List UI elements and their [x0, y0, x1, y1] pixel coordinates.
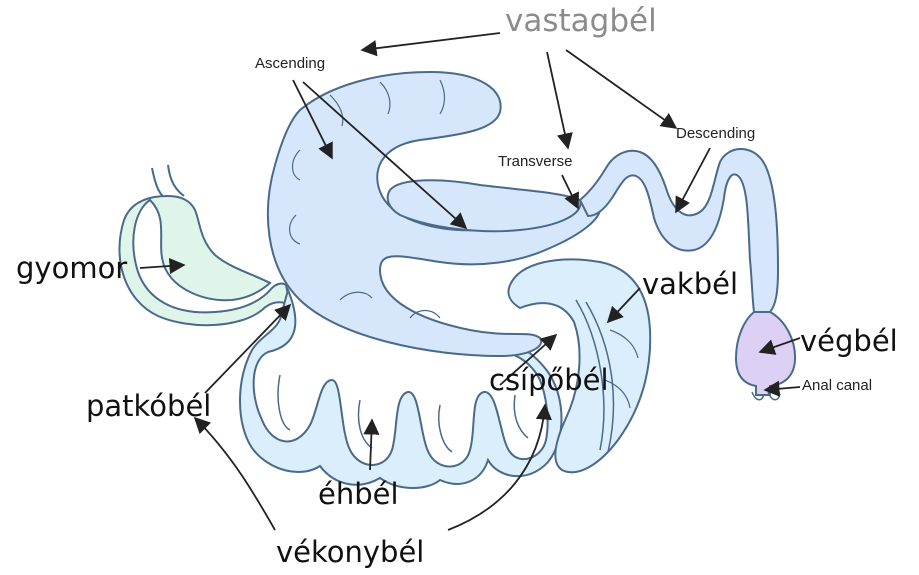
label-descending: Descending: [676, 126, 755, 141]
arrow-vastagbel-descending: [566, 50, 676, 128]
arrow-vastagbel-transverse: [547, 52, 568, 148]
label-csipobel: csípőbél: [489, 366, 609, 395]
label-vastagbel: vastagbél: [505, 6, 657, 37]
arrow-vastagbel-left: [362, 33, 500, 50]
label-vekonybel: vékonybél: [276, 538, 424, 567]
arrow-ehbel: [370, 420, 372, 470]
label-anal-canal: Anal canal: [802, 378, 872, 393]
label-patkobel: patkóbél: [86, 392, 211, 421]
label-ehbel: éhbél: [318, 480, 399, 509]
label-ascending: Ascending: [255, 56, 325, 71]
label-vegbel: végbél: [800, 327, 898, 356]
label-transverse: Transverse: [498, 154, 572, 169]
stomach-shape: [119, 196, 290, 325]
label-vakbel: vakbél: [642, 270, 738, 299]
esophagus-shape: [152, 165, 184, 200]
label-gyomor: gyomor: [16, 254, 127, 283]
arrow-descending: [676, 148, 710, 212]
rectum-shape: [736, 312, 795, 395]
